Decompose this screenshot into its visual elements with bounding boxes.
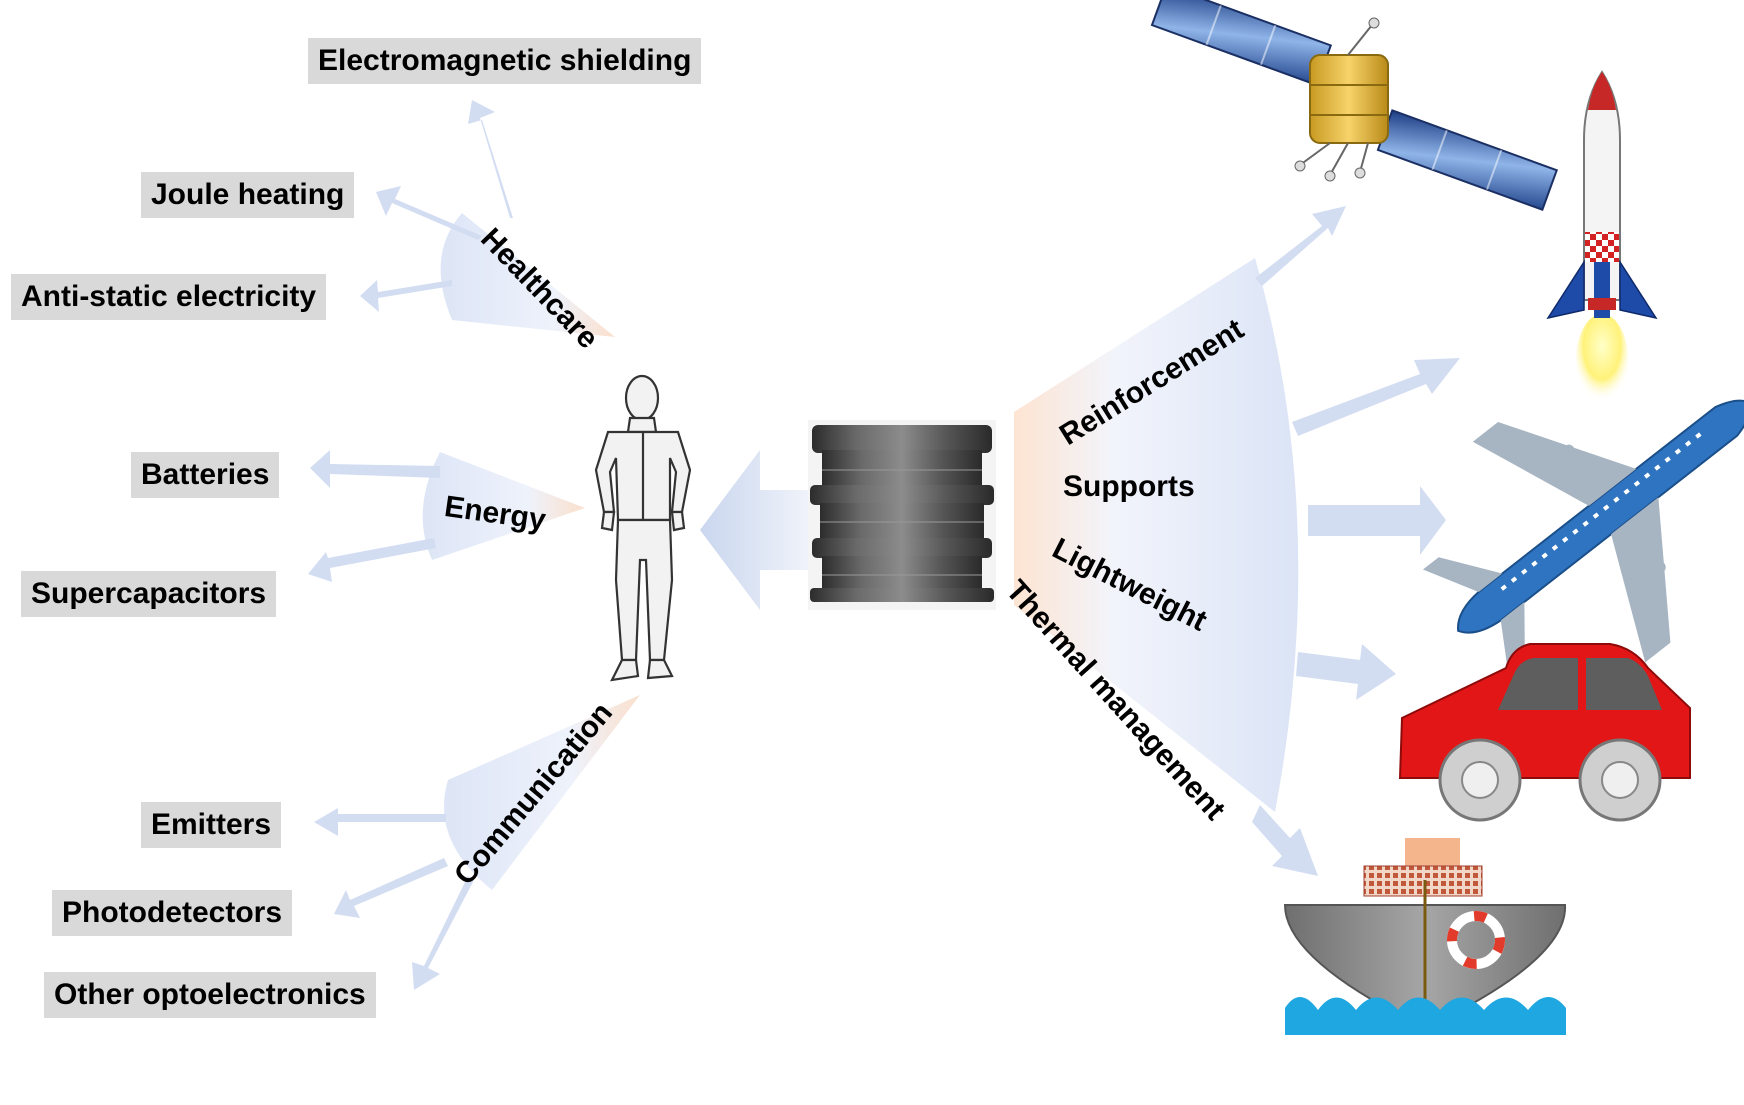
- satellite-icon: [1150, 0, 1559, 211]
- arrow-car: [1296, 644, 1396, 700]
- photodetectors-label: Photodetectors: [52, 890, 293, 936]
- arrow-rocket: [1292, 358, 1460, 436]
- arrow-other-optoelectronics: [412, 876, 474, 990]
- arrow-photodetectors: [334, 858, 448, 918]
- electromagnetic-shielding-label: Electromagnetic shielding: [308, 38, 702, 84]
- ship-icon: [1283, 838, 1567, 1035]
- arrow-joule-heating: [376, 186, 482, 240]
- arrow-batteries: [310, 450, 440, 488]
- human-figure-icon: [594, 374, 692, 682]
- airplane-icon: [1422, 399, 1744, 680]
- arrow-airplane: [1308, 486, 1446, 555]
- left-arrows: [308, 100, 513, 990]
- arrow-emitters: [314, 808, 446, 836]
- anti-static-electricity-label: Anti-static electricity: [11, 274, 327, 320]
- joule-heating-label: Joule heating: [141, 172, 355, 218]
- arrow-supercapacitors: [308, 538, 436, 582]
- emitters-label: Emitters: [141, 802, 282, 848]
- arrow-satellite: [1255, 206, 1346, 286]
- arrow-ship: [1252, 805, 1318, 876]
- healthcare-fan: [440, 213, 615, 337]
- structural-fan: [1014, 258, 1299, 812]
- supercapacitors-label: Supercapacitors: [21, 571, 277, 617]
- arrow-electromagnetic-shielding: [468, 100, 513, 218]
- communication-fan: [443, 695, 640, 890]
- sample-to-human-arrow: [700, 450, 820, 610]
- energy-fan: [422, 452, 585, 560]
- right-arrows: [1252, 206, 1460, 876]
- other-optoelectronics-label: Other optoelectronics: [44, 972, 376, 1018]
- rocket-icon: [1546, 70, 1658, 406]
- arrow-anti-static: [360, 280, 452, 312]
- car-icon: [1398, 643, 1691, 822]
- batteries-label: Batteries: [131, 452, 280, 498]
- supports-label: Supports: [1063, 470, 1195, 503]
- material-sample-photo: [808, 420, 996, 610]
